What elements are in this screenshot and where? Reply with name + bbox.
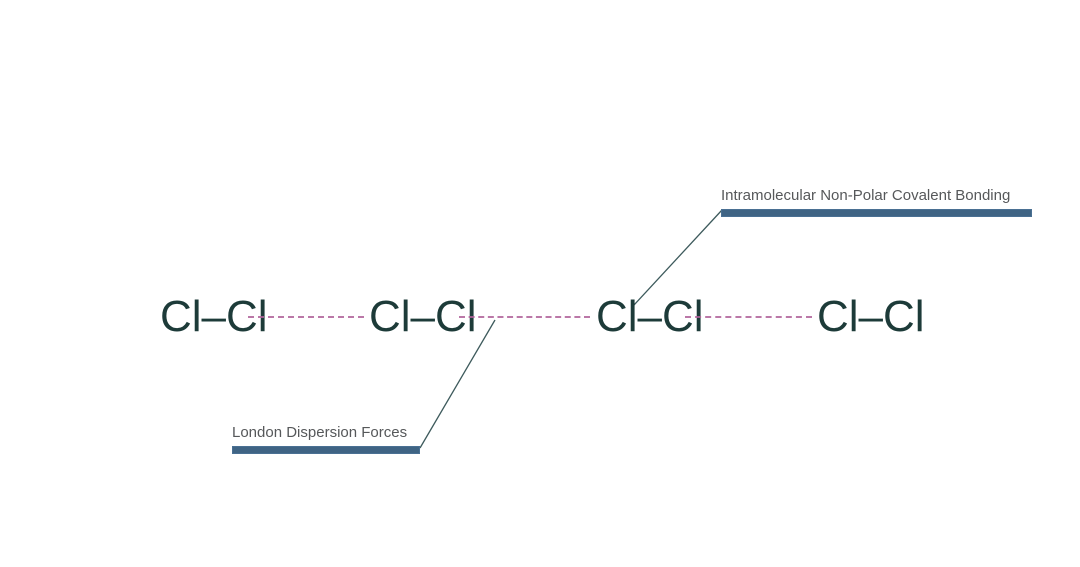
annotation-intramolecular-bonding-bar bbox=[721, 209, 1032, 217]
molecule-cl2-2: Cl–Cl bbox=[369, 292, 477, 341]
intermolecular-dashed-link-3 bbox=[685, 316, 812, 318]
annotation-intramolecular-bonding: Intramolecular Non-Polar Covalent Bondin… bbox=[721, 186, 1032, 217]
molecule-cl2-4: Cl–Cl bbox=[817, 292, 925, 341]
annotation-london-dispersion-forces-bar bbox=[232, 446, 420, 454]
annotation-london-dispersion-forces: London Dispersion Forces bbox=[232, 423, 420, 454]
annotation-london-dispersion-forces-label: London Dispersion Forces bbox=[232, 424, 408, 441]
leader-line-top bbox=[633, 209, 723, 306]
intermolecular-dashed-link-1 bbox=[248, 316, 364, 318]
intermolecular-dashed-link-2 bbox=[459, 316, 590, 318]
annotation-intramolecular-bonding-label: Intramolecular Non-Polar Covalent Bondin… bbox=[721, 187, 1011, 204]
